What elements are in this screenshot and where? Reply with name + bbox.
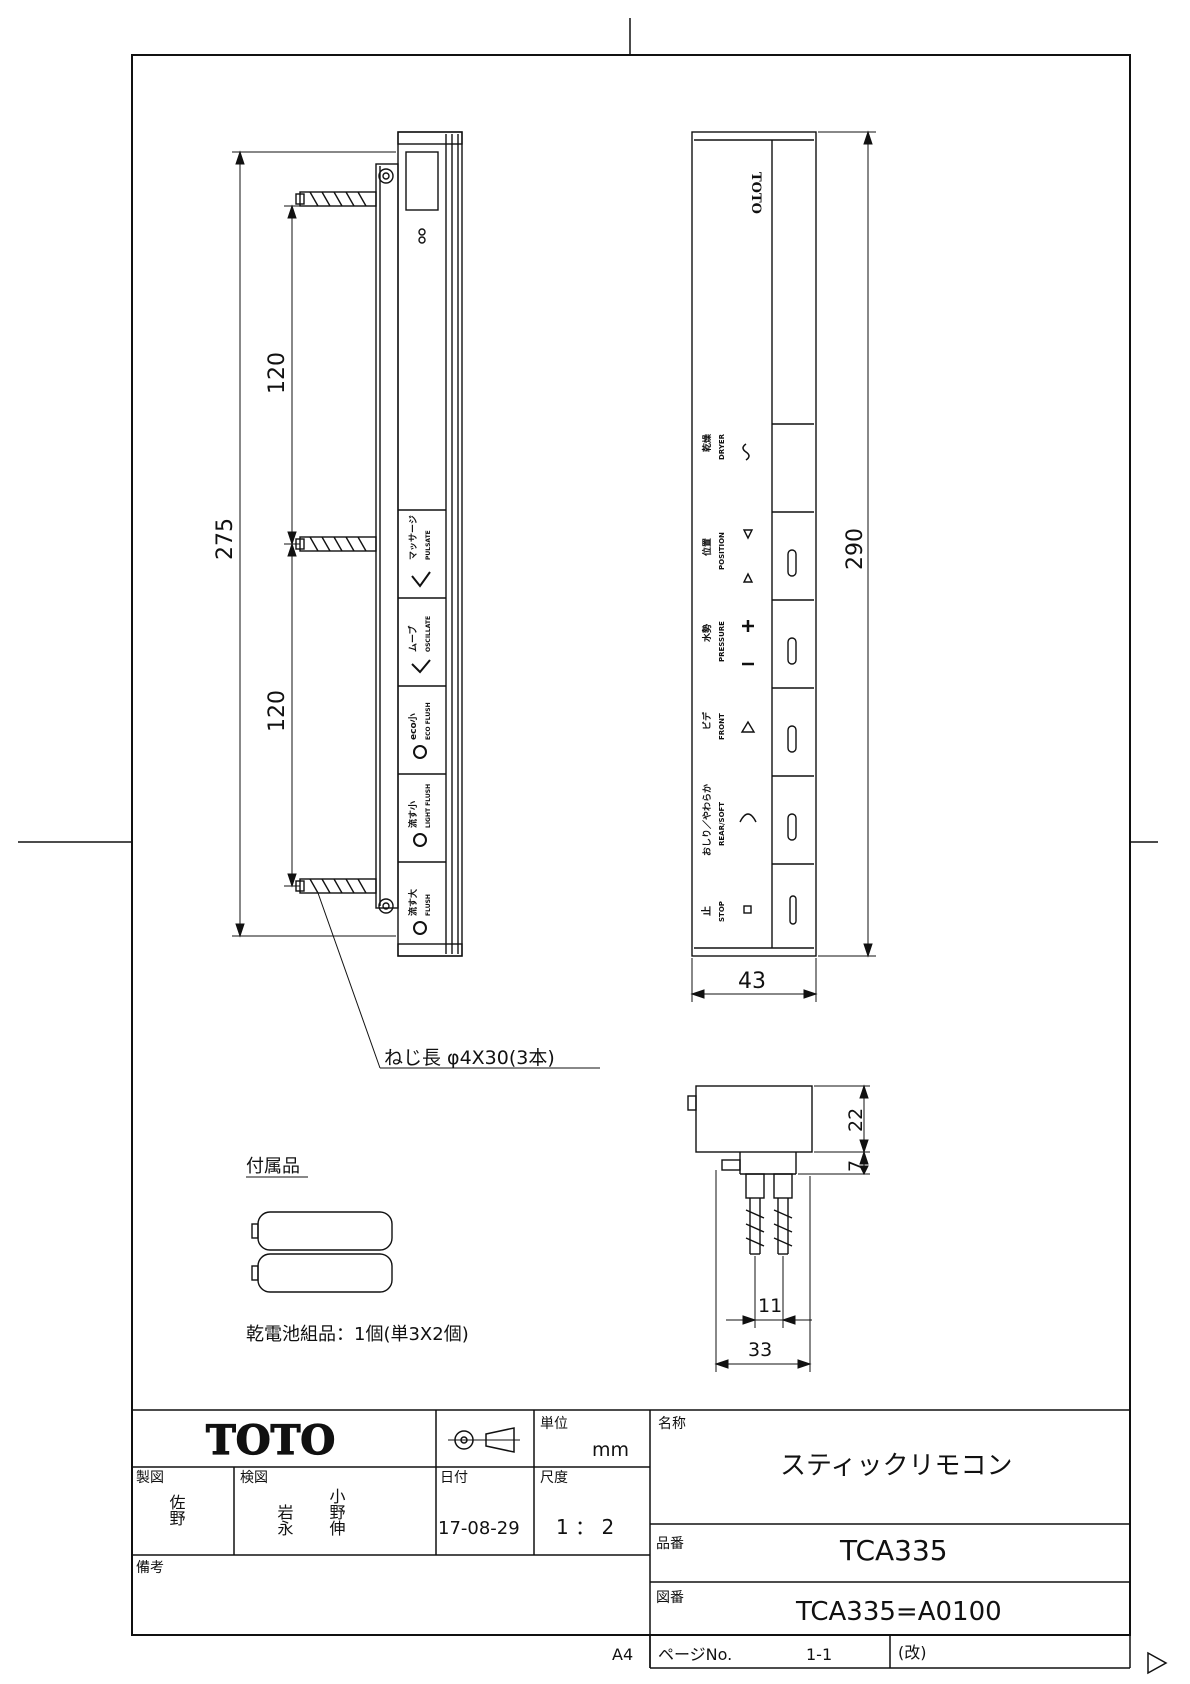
front-label-stop-jp: 止 [700,906,713,916]
front-label-position-en: POSITION [718,532,726,570]
front-label-front-jp: ビデ [701,711,713,730]
screw-upper [295,168,394,207]
date-label: 日付 [440,1470,468,1486]
remarks-label: 備考 [136,1560,164,1576]
battery-note: 乾電池組品：1個(単3X2個) [246,1324,469,1345]
checked-label: 検図 [240,1470,268,1486]
checked-value-2: 小野伸 [327,1488,346,1536]
dim-front-width: 43 [738,969,766,994]
side-panel-labels: マッサージ PULSATE ムーブ OSCILLATE eco小 ECO FLU… [407,515,432,916]
dim-bottom-depth: 22 [845,1108,867,1132]
dim-bottom-width: 33 [748,1339,772,1361]
front-panel-labels: 乾燥 DRYER 位置 POSITION 水勢 PRESSURE ビデ FRON… [700,433,726,922]
drawn-label: 製図 [136,1470,164,1486]
side-label-eco-en: ECO FLUSH [425,702,432,740]
side-label-pulsate-en: PULSATE [425,530,432,560]
side-label-eco-jp: eco小 [407,713,419,740]
dim-side-lower: 120 [265,690,290,732]
accessories-heading: 付属品 [246,1156,300,1177]
side-dimensions [232,150,600,1069]
checked-value-1: 岩永 [275,1504,294,1536]
side-label-flush-en: FLUSH [425,894,432,916]
front-label-pressure-jp: 水勢 [701,624,713,642]
front-label-dryer-jp: 乾燥 [701,433,713,452]
title-logo: TOTO [206,1417,335,1464]
front-label-stop-en: STOP [718,901,726,922]
dim-front-height: 290 [843,528,868,570]
battery-icon [251,1211,393,1293]
dim-side-upper: 120 [265,352,290,394]
orientation-arrow-icon [1147,1651,1168,1675]
scale-label: 尺度 [540,1470,568,1486]
paper-size: A4 [612,1645,633,1664]
drawing-value: TCA335=A0100 [795,1597,1002,1627]
front-label-rear-en: REAR/SOFT [718,802,726,846]
page-value: 1-1 [806,1645,832,1664]
side-label-oscillate-en: OSCILLATE [425,616,432,652]
front-dimensions [690,130,876,1002]
side-label-light-en: LIGHT FLUSH [425,784,432,828]
revision-label: (改) [898,1643,927,1662]
dim-side-total: 275 [213,518,238,560]
front-label-front-en: FRONT [718,713,726,740]
screw-lower [295,878,394,914]
unit-value: mm [592,1439,629,1461]
side-label-flush-jp: 流す大 [407,889,419,916]
drawing-label: 図番 [656,1590,684,1606]
unit-label: 単位 [540,1416,568,1432]
part-value: TCA335 [839,1534,948,1567]
name-label: 名称 [658,1416,686,1432]
date-value: 17-08-29 [438,1518,520,1539]
front-label-pressure-en: PRESSURE [718,621,726,662]
name-value: スティックリモコン [780,1451,1012,1481]
title-block [131,1409,1131,1669]
bottom-dimensions [714,1084,870,1372]
dim-bottom-pitch: 11 [758,1295,782,1317]
front-view [691,131,817,957]
screw-note: ねじ長 φ4X30(3本) [384,1047,555,1069]
drawn-value: 佐野 [167,1494,186,1526]
side-label-oscillate-jp: ムーブ [407,626,419,652]
bottom-view [687,1085,813,1255]
dim-bottom-stub: 7 [845,1160,867,1172]
side-view [295,131,463,957]
front-label-rear-jp: おしり／やわらか [702,784,713,856]
sheet-frame [18,18,1158,1636]
side-label-pulsate-jp: マッサージ [408,515,419,560]
side-label-light-jp: 流す小 [407,801,419,828]
front-label-dryer-en: DRYER [718,433,726,460]
front-brand: TOTO [748,172,763,214]
page-label: ページNo. [658,1645,732,1664]
front-label-position-jp: 位置 [701,538,713,556]
scale-value: 1 ： 2 [556,1515,614,1539]
screw-middle [295,536,377,552]
part-label: 品番 [656,1536,684,1552]
